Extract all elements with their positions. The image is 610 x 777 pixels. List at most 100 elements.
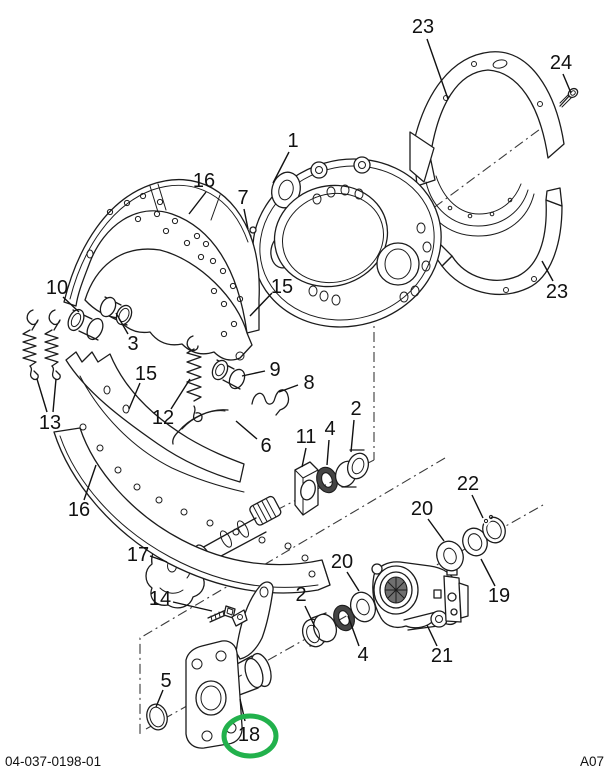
callout-label-16: 16 — [68, 499, 90, 521]
callout-leader-24 — [562, 73, 572, 94]
callout-leader-23 — [426, 38, 449, 100]
dust-shield-middle-ring — [409, 131, 535, 237]
shoe-webs-lower — [65, 351, 245, 493]
callout-leader-21 — [426, 624, 438, 647]
callout-label-5: 5 — [160, 670, 171, 692]
callout-leader-8 — [278, 384, 299, 393]
callout-label-19: 19 — [488, 585, 510, 607]
callout-label-15: 15 — [271, 276, 293, 298]
callout-label-15: 15 — [135, 363, 157, 385]
callout-leader-6 — [235, 420, 258, 440]
callout-label-23: 23 — [412, 16, 434, 38]
callout-label-10: 10 — [46, 277, 68, 299]
spring-clip-6 — [172, 409, 229, 445]
roller-bushing-3 — [99, 296, 133, 326]
brake-spider — [252, 156, 442, 328]
bushing-2-lower — [301, 612, 338, 648]
bushing-2-upper — [334, 449, 370, 488]
callout-label-24: 24 — [550, 52, 572, 74]
callout-leader-20 — [346, 571, 360, 592]
callout-leader-7 — [243, 208, 249, 230]
camshaft-spline-end — [249, 495, 282, 526]
callout-label-20: 20 — [331, 551, 353, 573]
washer-20-right — [436, 540, 464, 572]
callout-leader-2 — [350, 419, 355, 453]
cam-bracket — [185, 581, 274, 749]
callout-label-9: 9 — [269, 359, 280, 381]
brake-shoe-upper — [63, 178, 260, 361]
callout-leader-13 — [52, 378, 57, 413]
rim-rivet-holes — [79, 423, 316, 578]
callout-leader-16 — [83, 464, 97, 501]
callout-leader-3 — [115, 312, 129, 335]
return-spring-left — [22, 309, 39, 381]
slack-adjuster — [371, 561, 469, 631]
shield-holes — [503, 276, 537, 293]
callout-label-8: 8 — [303, 372, 314, 394]
callout-leader-17 — [149, 555, 168, 563]
return-springs — [22, 309, 61, 381]
callout-leader-13 — [36, 378, 48, 413]
spider-bolt-holes — [308, 184, 432, 306]
callout-leader-1 — [272, 151, 290, 184]
callout-label-3: 3 — [127, 333, 138, 355]
callout-leader-20 — [427, 518, 445, 542]
callout-label-17: 17 — [127, 544, 149, 566]
callout-label-2: 2 — [295, 584, 306, 606]
cam-roller-10 — [67, 308, 104, 341]
shoe-web-upper — [84, 248, 253, 361]
callout-label-18: 18 — [238, 724, 260, 746]
callout-leader-23 — [541, 260, 554, 282]
callout-label-16: 16 — [193, 170, 215, 192]
return-spring-right — [44, 309, 61, 381]
bracket-bolt-14 — [207, 605, 236, 623]
lining-rivet-holes — [106, 192, 244, 338]
callout-label-6: 6 — [260, 435, 271, 457]
spider-center-hole — [273, 184, 389, 288]
callout-label-11: 11 — [296, 426, 317, 448]
callout-leader-16 — [188, 191, 207, 215]
callout-leader-15 — [249, 292, 273, 317]
dust-shield-upper — [411, 51, 565, 187]
bushing-block-11 — [294, 461, 319, 516]
callout-label-4: 4 — [324, 418, 335, 440]
callout-label-13: 13 — [39, 412, 61, 434]
brake-shoe-lower — [53, 423, 331, 594]
callout-label-1: 1 — [287, 130, 298, 152]
callout-leader-10 — [62, 296, 80, 313]
callout-label-20: 20 — [411, 498, 433, 520]
callout-label-4: 4 — [357, 644, 368, 666]
callout-leader-11 — [301, 447, 307, 468]
callout-leader-5 — [155, 689, 164, 708]
callout-leader-9 — [241, 370, 266, 377]
washer-4-lower — [333, 604, 355, 632]
callout-label-23: 23 — [546, 281, 568, 303]
callout-label-2: 2 — [350, 398, 361, 420]
seal-5 — [146, 703, 168, 731]
callout-leader-19 — [480, 558, 496, 587]
dust-shield-lower — [431, 187, 563, 295]
callout-label-22: 22 — [457, 473, 479, 495]
callout-label-12: 12 — [152, 407, 174, 429]
bracket-arm — [235, 581, 274, 660]
retainer-clip-8 — [251, 389, 290, 416]
footer-page-code: A07 — [580, 754, 604, 769]
callout-leader-12 — [170, 378, 191, 410]
callout-leader-4 — [326, 439, 330, 466]
callout-leader-2 — [304, 605, 316, 628]
adjuster-spring-12 — [186, 335, 203, 423]
spider-cam-boss — [376, 242, 420, 286]
highlight-circle — [221, 713, 279, 759]
spacer-19 — [462, 527, 488, 557]
cam-roller-9 — [211, 359, 246, 390]
callout-label-21: 21 — [431, 645, 453, 667]
callout-leader-14 — [172, 601, 213, 612]
callout-leader-4 — [347, 615, 360, 647]
callout-leader-22 — [471, 494, 484, 519]
washer-4-upper — [316, 466, 338, 494]
callout-label-7: 7 — [237, 187, 248, 209]
footer-document-number: 04-037-0198-01 — [5, 754, 101, 769]
